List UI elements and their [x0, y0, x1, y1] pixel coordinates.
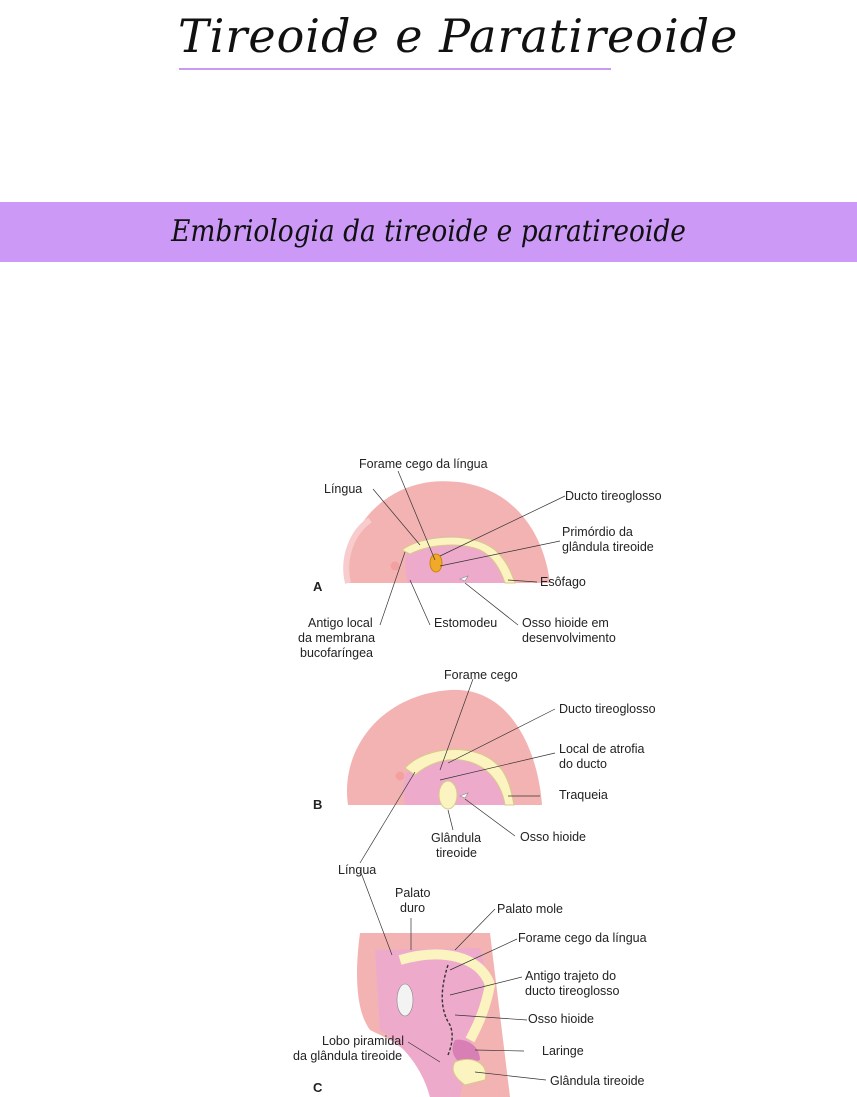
- label-antigo-local-3: bucofaríngea: [300, 646, 373, 660]
- panel-a-drawing: [343, 481, 550, 584]
- label-glandula-c: Glândula tireoide: [550, 1074, 645, 1088]
- title-underline: [179, 68, 611, 70]
- label-lobo-piramidal-2: da glândula tireoide: [293, 1049, 403, 1063]
- label-forame-cego-b: Forame cego: [444, 668, 518, 682]
- label-palato-duro-2: duro: [400, 901, 426, 915]
- label-osso-hioide-b: Osso hioide: [520, 830, 587, 844]
- label-ducto-a: Ducto tireoglosso: [565, 489, 662, 503]
- panel-c-letter: C: [313, 1080, 323, 1095]
- label-forame-cego-a: Forame cego da língua: [359, 457, 488, 471]
- label-antigo-local-1: Antigo local: [308, 616, 373, 630]
- embryology-figure: Forame cego da língua Língua Ducto tireo…: [280, 450, 680, 1097]
- panel-c-drawing: [357, 933, 510, 1097]
- label-atrofia-1: Local de atrofia: [559, 742, 645, 756]
- label-glandula-b-1: Glândula: [431, 831, 482, 845]
- label-primordio-2: glândula tireoide: [562, 540, 654, 554]
- label-glandula-b-2: tireoide: [436, 846, 477, 860]
- label-trajeto-1: Antigo trajeto do: [525, 969, 617, 983]
- label-antigo-local-2: da membrana: [298, 631, 376, 645]
- label-ducto-b: Ducto tireoglosso: [559, 702, 656, 716]
- embryology-illustration: [343, 470, 566, 1097]
- section-banner: Embriologia da tireoide e paratireoide: [0, 202, 857, 262]
- label-lingua-a: Língua: [324, 482, 363, 496]
- document-title: Tireoide e Paratireoide: [178, 9, 739, 63]
- panel-b-letter: B: [313, 797, 323, 812]
- label-estomodeu: Estomodeu: [434, 616, 498, 630]
- label-osso-hioide-a-2: desenvolvimento: [522, 631, 616, 645]
- label-palato-mole: Palato mole: [497, 902, 564, 916]
- label-atrofia-2: do ducto: [559, 757, 607, 771]
- label-lingua-b: Língua: [338, 863, 377, 877]
- label-forame-cego-c: Forame cego da língua: [518, 931, 647, 945]
- label-laringe: Laringe: [542, 1044, 584, 1058]
- label-lobo-piramidal-1: Lobo piramidal: [322, 1034, 404, 1048]
- panel-a-letter: A: [313, 579, 323, 594]
- label-osso-hioide-a-1: Osso hioide em: [522, 616, 609, 630]
- label-trajeto-2: ducto tireoglosso: [525, 984, 620, 998]
- label-primordio-1: Primórdio da: [562, 525, 633, 539]
- section-heading: Embriologia da tireoide e paratireoide: [171, 214, 686, 249]
- label-osso-hioide-c: Osso hioide: [528, 1012, 595, 1026]
- label-palato-duro-1: Palato: [395, 886, 431, 900]
- label-esofago: Esôfago: [540, 575, 586, 589]
- label-traqueia: Traqueia: [559, 788, 608, 802]
- panel-b-drawing: [346, 689, 542, 810]
